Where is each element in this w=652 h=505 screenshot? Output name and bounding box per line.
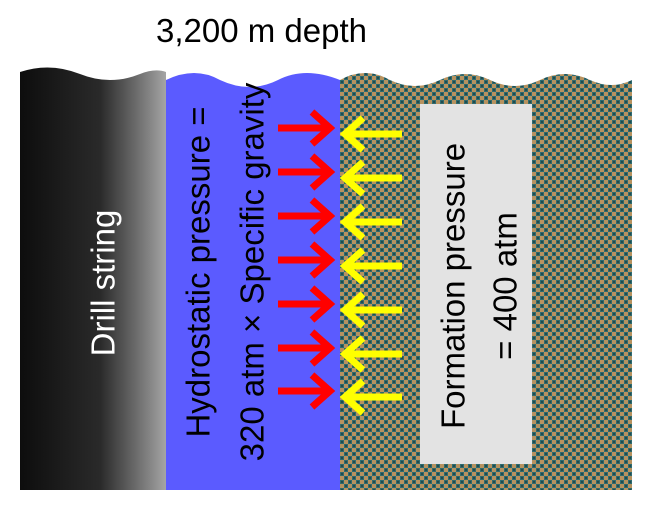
hydrostatic-pressure-arrow (278, 285, 336, 323)
formation-label-line1: Formation pressure (435, 143, 472, 429)
hydrostatic-pressure-arrow (278, 329, 336, 367)
drilling-fluid (166, 73, 340, 490)
drill-string-label: Drill string (85, 210, 122, 357)
hydrostatic-label-line2: 320 atm × Specific gravity (234, 82, 271, 461)
depth-title: 3,200 m depth (156, 12, 367, 49)
formation-pressure-arrow (339, 335, 402, 373)
formation-pressure-arrow (339, 115, 402, 153)
hydrostatic-pressure-arrow (278, 241, 336, 279)
formation-pressure-arrow (339, 378, 402, 416)
hydrostatic-pressure-arrow (278, 197, 336, 235)
formation-pressure-arrow (339, 159, 402, 197)
hydrostatic-arrows (278, 109, 336, 410)
formation-pressure-arrow (339, 203, 402, 241)
formation-pressure-arrow (339, 247, 402, 285)
hydrostatic-pressure-arrow (278, 109, 336, 147)
hydrostatic-label-line1: Hydrostatic pressure = (180, 106, 217, 437)
hydrostatic-pressure-arrow (278, 372, 336, 410)
formation-arrows (339, 115, 402, 416)
formation-label-line2: = 400 atm (487, 212, 524, 360)
drill-string (20, 67, 166, 491)
formation-label-box (420, 104, 532, 464)
hydrostatic-pressure-arrow (278, 153, 336, 191)
formation-pressure-arrow (339, 291, 402, 329)
